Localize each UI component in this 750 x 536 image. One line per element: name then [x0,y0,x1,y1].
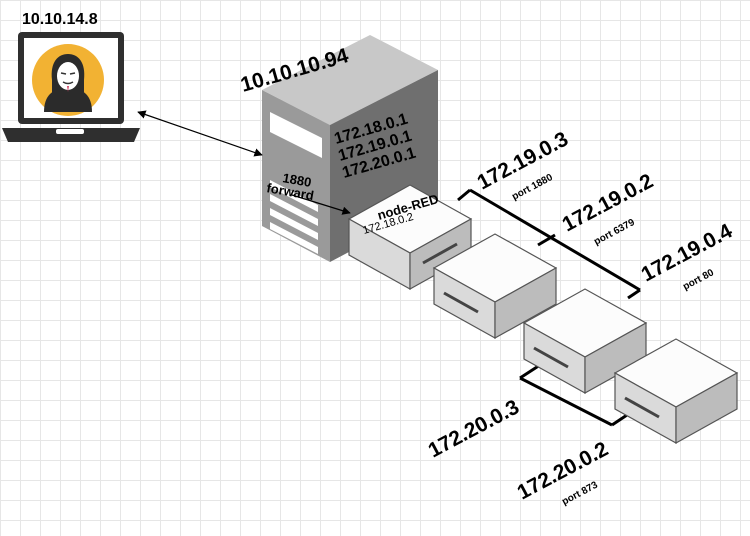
link-node-172-20-0-3 [519,363,541,380]
server-slot-4 [270,222,318,254]
attacker-host-link [137,110,263,157]
box-slot [422,242,458,265]
bus-172-20 [519,376,613,427]
bus-172-19 [469,188,641,292]
node-172-19-0-3-ip: 172.19.0.3 [474,128,572,195]
forward-arrow [291,194,351,215]
link-node-172-19-0-2 [537,233,556,247]
server-slot-3 [270,208,318,240]
hacker-avatar-icon [32,44,104,116]
node-172-19-0-2-port: port 6379 [592,217,637,248]
server-bay-1 [270,112,322,158]
node-box-172-20-0-2[interactable] [613,338,739,445]
node-172-20-0-2-port: port 873 [560,479,600,507]
box-slot [533,346,569,369]
server-slot-2 [270,194,318,226]
box-right [675,371,738,445]
box-right [494,266,557,340]
laptop-base [2,128,140,142]
server-top [262,35,438,125]
node-172-20-0-3-ip: 172.20.0.3 [425,396,523,463]
node-172-19-0-2-ip: 172.19.0.2 [559,170,657,237]
laptop-touchpad [56,129,84,134]
link-node-172-19-0-4 [627,288,641,300]
node-box-172-19-0-2[interactable] [432,233,558,340]
forward-port-label: 1880 [281,170,312,190]
node-box-172-19-0-4[interactable] [522,288,648,395]
box-slot [624,396,660,419]
network-links [457,188,641,427]
node-172-19-0-4-port: port 80 [681,267,716,293]
box-slot [443,291,479,314]
attacker-ip-label: 10.10.14.8 [22,11,98,28]
node-172-19-0-4-ip: 172.19.0.4 [638,219,737,286]
link-nodered-bus19 [457,188,471,202]
node-172-20-0-2-ip: 172.20.0.2 [514,438,612,505]
attacker-laptop[interactable] [2,32,140,142]
